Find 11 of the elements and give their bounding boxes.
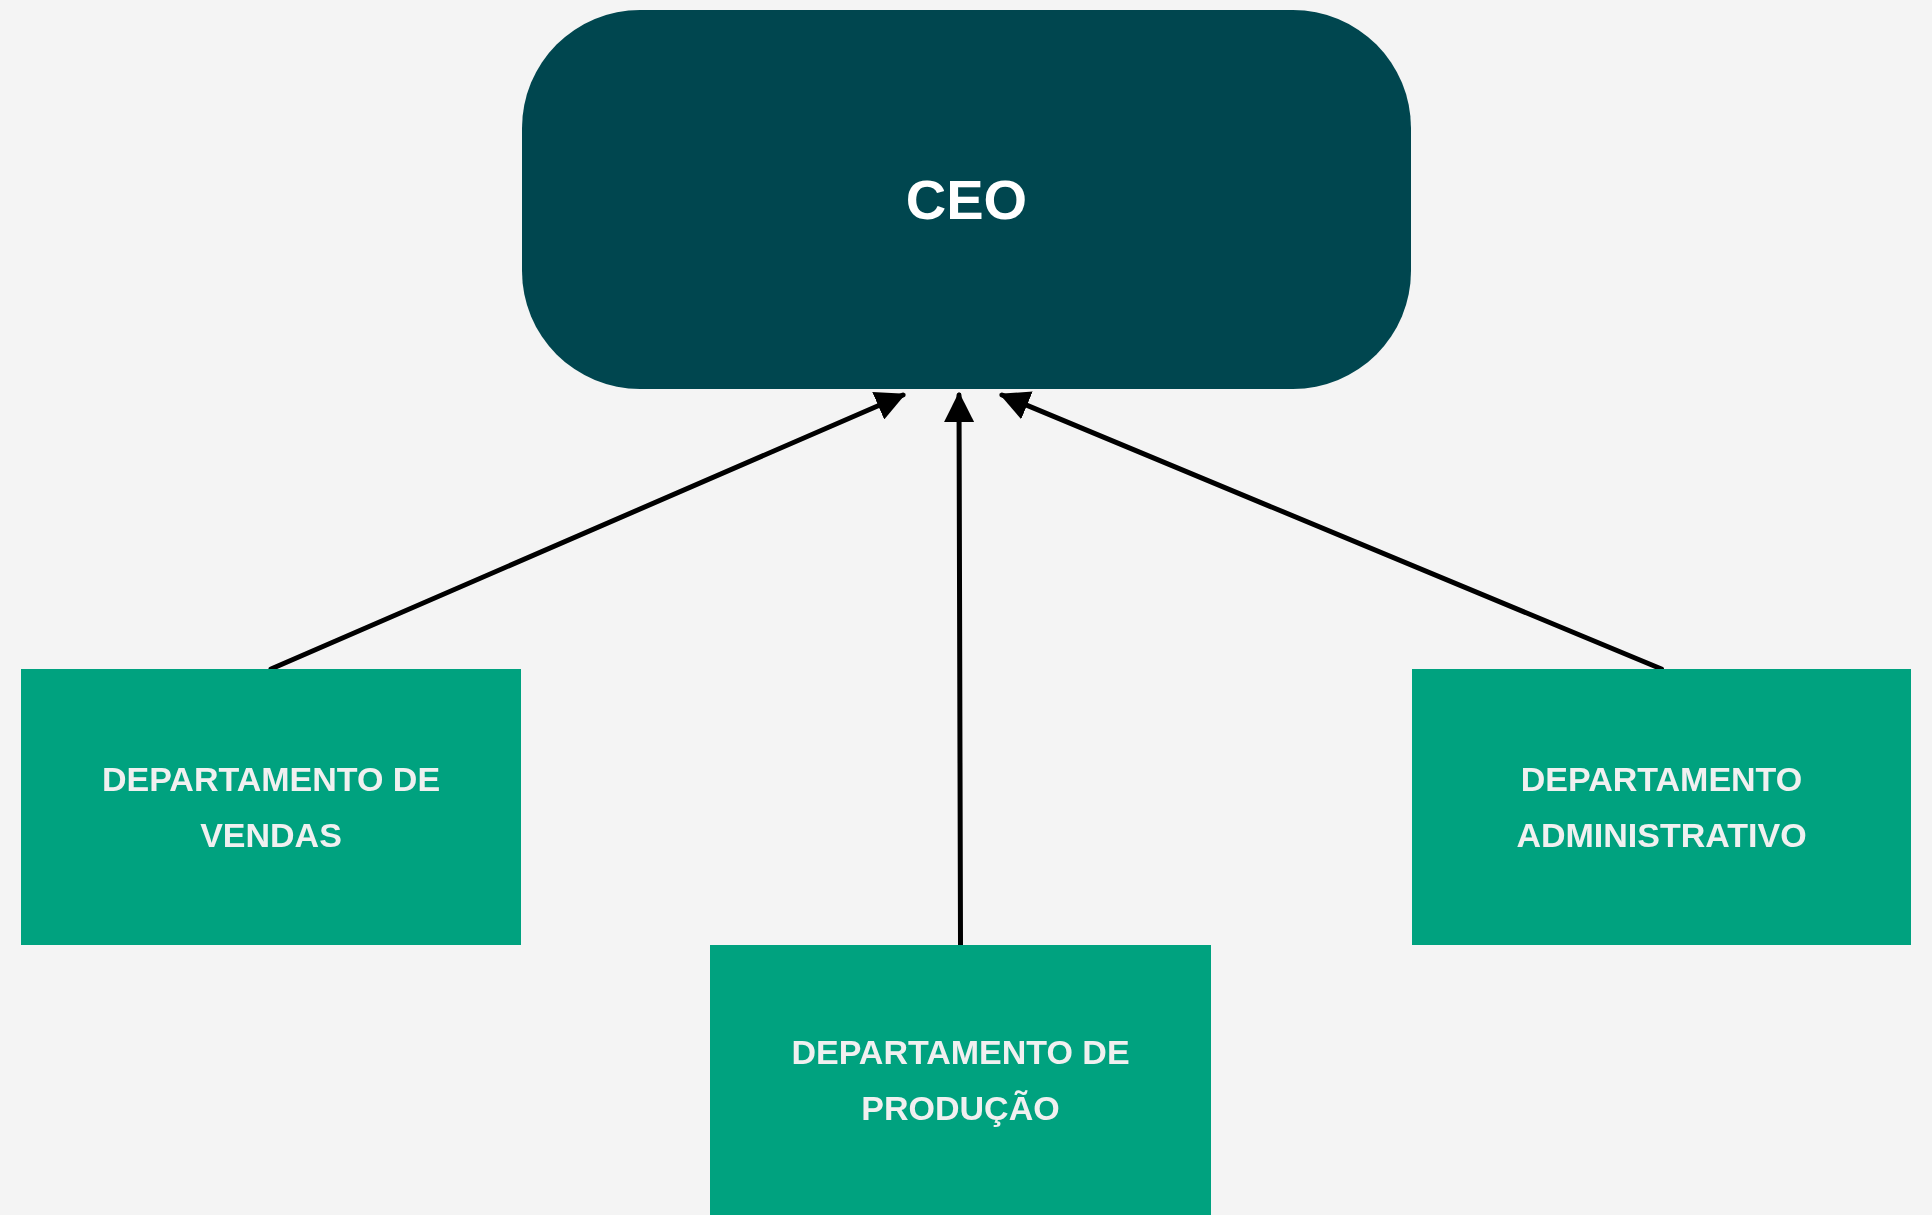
department-box bbox=[21, 669, 521, 945]
arrow bbox=[999, 391, 1664, 672]
node-label: DEPARTAMENTO DE PRODUÇÃO bbox=[790, 1032, 1131, 1129]
arrow bbox=[268, 392, 906, 672]
node-label: DEPARTAMENTO DE VENDAS bbox=[100, 759, 442, 856]
node-label: CEO bbox=[905, 166, 1028, 233]
department-box bbox=[1412, 669, 1911, 945]
rounded-box bbox=[522, 10, 1411, 389]
department-box bbox=[710, 945, 1211, 1215]
node-label: DEPARTAMENTO ADMINISTRATIVO bbox=[1515, 759, 1808, 856]
arrow bbox=[944, 392, 975, 948]
